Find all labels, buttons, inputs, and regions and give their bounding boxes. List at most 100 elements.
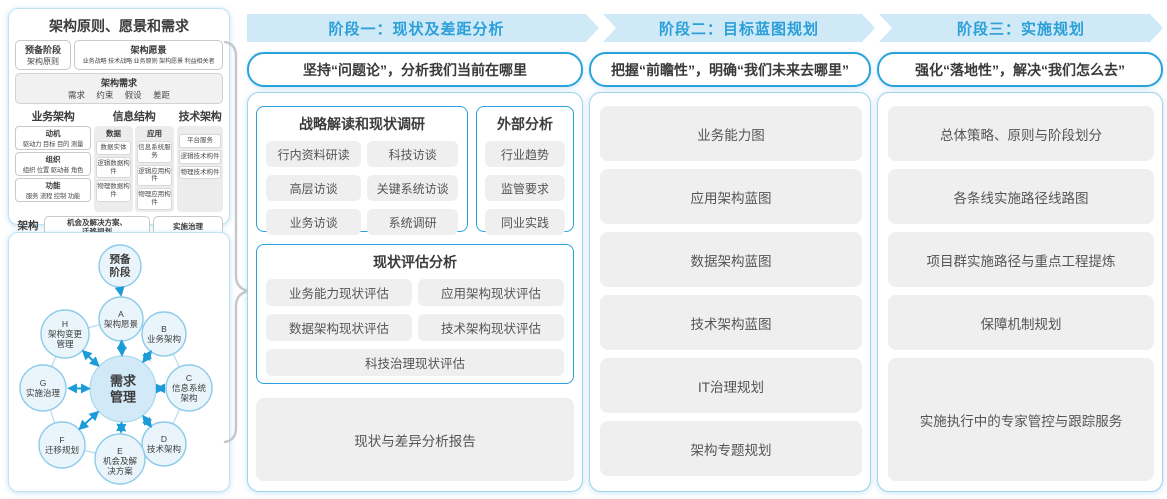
center-b-arrow xyxy=(142,350,153,364)
adm-prep-circle xyxy=(98,244,142,288)
item-chip: 行业趋势 xyxy=(485,141,565,167)
current-assessment-title: 现状评估分析 xyxy=(373,254,457,270)
implementation-governance-title: 实施治理 xyxy=(173,222,203,232)
vision-box: 架构愿景 业务战略 技术战略 业务原则 架构愿景 利益相关者 xyxy=(74,40,223,70)
motivation-sub: 驱动力 目标 目的 测量 xyxy=(22,141,84,148)
prep-phase-box: 预备阶段 架构原则 xyxy=(15,40,71,70)
adm-node-h-circle xyxy=(40,309,90,359)
center-d-arrow xyxy=(142,414,153,428)
adm-node-a-circle xyxy=(98,296,144,342)
gap-analysis-report-box: 现状与差异分析报告 xyxy=(256,398,574,481)
deliverable-box: 各条线实施路径线路图 xyxy=(888,169,1154,224)
strategy-research-group: 战略解读和现状调研 行内资料研读 科技访谈 高层访谈 关键系统访谈 业务访谈 系… xyxy=(256,106,468,235)
phase3-header: 阶段三：实施规划 xyxy=(879,14,1163,42)
technology-container: 平台服务 逻辑技术构件 物理技术构件 xyxy=(177,126,223,212)
technology-item: 逻辑技术构件 xyxy=(179,149,221,164)
phase1-header: 阶段一：现状及差距分析 xyxy=(247,14,599,42)
deliverable-box: 技术架构蓝图 xyxy=(600,295,862,350)
prep-title: 预备阶段 xyxy=(24,45,61,55)
phase2-header-label: 阶段二：目标蓝图规划 xyxy=(658,20,819,38)
requirements-title: 架构需求 xyxy=(100,78,137,88)
data-item: 数据实体 xyxy=(96,141,131,155)
business-architecture-title: 业务架构 xyxy=(31,111,75,123)
item-chip: 技术架构现状评估 xyxy=(418,314,564,341)
requirements-box: 架构需求 需求 约束 假设 差距 xyxy=(15,73,223,104)
item-chip: 同业实践 xyxy=(485,209,565,235)
information-structure-column: 信息结构 数据 数据实体 逻辑数据构件 物理数据构件 应用 信息系统服务 逻辑应… xyxy=(94,108,174,212)
business-architecture-column: 业务架构 动机 驱动力 目标 目的 测量 组织 组织 位置 驱动者 角色 功能 … xyxy=(15,108,91,212)
deliverable-box: 数据架构蓝图 xyxy=(600,232,862,287)
center-h-arrow xyxy=(81,349,100,367)
architecture-columns: 业务架构 动机 驱动力 目标 目的 测量 组织 组织 位置 驱动者 角色 功能 … xyxy=(15,108,223,212)
item-chip: 应用架构现状评估 xyxy=(418,279,564,306)
deliverable-box: 业务能力图 xyxy=(600,106,862,161)
technology-item: 平台服务 xyxy=(179,134,221,148)
adm-node-b-circle xyxy=(141,311,187,357)
data-title: 数据 xyxy=(106,129,121,138)
item-chip: 数据架构现状评估 xyxy=(266,314,412,341)
adm-node-c-circle xyxy=(165,364,213,412)
application-item: 逻辑应用构件 xyxy=(137,164,172,187)
item-chip: 关键系统访谈 xyxy=(367,175,458,201)
deliverable-box: 应用架构蓝图 xyxy=(600,169,862,224)
deliverable-box: IT治理规划 xyxy=(600,358,862,413)
principles-title: 架构原则、愿景和需求 xyxy=(49,18,189,34)
deliverable-box: 项目群实施路径与重点工程提炼 xyxy=(888,232,1154,287)
organization-title: 组织 xyxy=(45,155,61,164)
deliverable-box: 保障机制规划 xyxy=(888,295,1154,350)
organization-sub: 组织 位置 驱动者 角色 xyxy=(22,167,84,174)
item-chip: 科技治理现状评估 xyxy=(266,349,564,376)
adm-node-f-circle xyxy=(38,421,86,469)
item-chip: 科技访谈 xyxy=(367,141,458,167)
information-structure-title: 信息结构 xyxy=(112,111,156,123)
vision-sub: 业务战略 技术战略 业务原则 架构愿景 利益相关者 xyxy=(82,58,215,65)
phase1-slogan: 坚持“问题论”，分析我们当前在哪里 xyxy=(247,52,583,87)
motivation-title: 动机 xyxy=(45,129,61,138)
adm-node-d-circle xyxy=(141,421,187,467)
application-title: 应用 xyxy=(147,129,162,138)
prep-to-a-arrow xyxy=(114,286,125,297)
deliverable-box: 架构专题规划 xyxy=(600,421,862,476)
function-title: 功能 xyxy=(45,181,61,190)
phase2-content-panel: 业务能力图 应用架构蓝图 数据架构蓝图 技术架构蓝图 IT治理规划 架构专题规划 xyxy=(589,92,871,492)
application-item: 信息系统服务 xyxy=(137,141,172,163)
data-item: 逻辑数据构件 xyxy=(96,156,131,179)
deliverable-box: 总体策略、原则与阶段划分 xyxy=(888,106,1154,161)
adm-cycle-graphic xyxy=(19,244,213,485)
adm-cycle-panel: 预备阶段 A 架构愿景 B 业务架构 C 信息系统架构 D 技术架构 E 机会及… xyxy=(8,232,230,492)
data-subcolumn: 数据 数据实体 逻辑数据构件 物理数据构件 xyxy=(94,126,133,212)
strategy-research-title: 战略解读和现状调研 xyxy=(299,116,425,132)
adm-node-g-circle xyxy=(19,364,67,412)
motivation-box: 动机 驱动力 目标 目的 测量 xyxy=(15,126,91,150)
prep-vision-row: 预备阶段 架构原则 架构愿景 业务战略 技术战略 业务原则 架构愿景 利益相关者 xyxy=(15,40,223,70)
phase3-header-label: 阶段三：实施规划 xyxy=(956,20,1085,38)
phase3-content-panel: 总体策略、原则与阶段划分 各条线实施路径线路图 项目群实施路径与重点工程提炼 保… xyxy=(877,92,1163,492)
item-chip: 监管要求 xyxy=(485,175,565,201)
organization-box: 组织 组织 位置 驱动者 角色 xyxy=(15,152,91,176)
phase2-header: 阶段二：目标蓝图规划 xyxy=(603,14,875,42)
center-f-arrow xyxy=(78,410,100,431)
technology-architecture-column: 技术架构 平台服务 逻辑技术构件 物理技术构件 xyxy=(177,108,223,212)
prep-sub: 架构原则 xyxy=(27,57,59,66)
technology-item: 物理技术构件 xyxy=(179,165,221,180)
requirements-sub: 需求 约束 假设 差距 xyxy=(67,90,171,100)
phase2-slogan: 把握“前瞻性”，明确“我们未来去哪里” xyxy=(589,52,871,87)
item-chip: 系统调研 xyxy=(367,209,458,235)
adm-node-e-circle xyxy=(94,433,146,485)
function-box: 功能 服务 流程 控制 功能 xyxy=(15,178,91,202)
item-chip: 业务能力现状评估 xyxy=(266,279,412,306)
item-chip: 高层访谈 xyxy=(266,175,362,201)
application-subcolumn: 应用 信息系统服务 逻辑应用构件 物理应用构件 xyxy=(135,126,174,212)
phase1-header-label: 阶段一：现状及差距分析 xyxy=(328,20,505,38)
principles-panel: 架构原则、愿景和需求 预备阶段 架构原则 架构愿景 业务战略 技术战略 业务原则… xyxy=(8,8,230,249)
item-chip: 行内资料研读 xyxy=(266,141,362,167)
item-chip: 业务访谈 xyxy=(266,209,362,235)
technology-architecture-title: 技术架构 xyxy=(178,111,222,123)
adm-center-circle xyxy=(89,355,157,423)
current-assessment-group: 现状评估分析 业务能力现状评估 应用架构现状评估 数据架构现状评估 技术架构现状… xyxy=(256,244,574,384)
application-item: 物理应用构件 xyxy=(137,188,172,210)
deliverable-box-tall: 实施执行中的专家管控与跟踪服务 xyxy=(888,358,1154,481)
phase1-content-panel: 战略解读和现状调研 行内资料研读 科技访谈 高层访谈 关键系统访谈 业务访谈 系… xyxy=(247,92,583,492)
opportunities-migration-title: 机会及解决方案、 迁移规划 xyxy=(67,217,127,236)
phase3-slogan: 强化“落地性”，解决“我们怎么去” xyxy=(877,52,1163,87)
